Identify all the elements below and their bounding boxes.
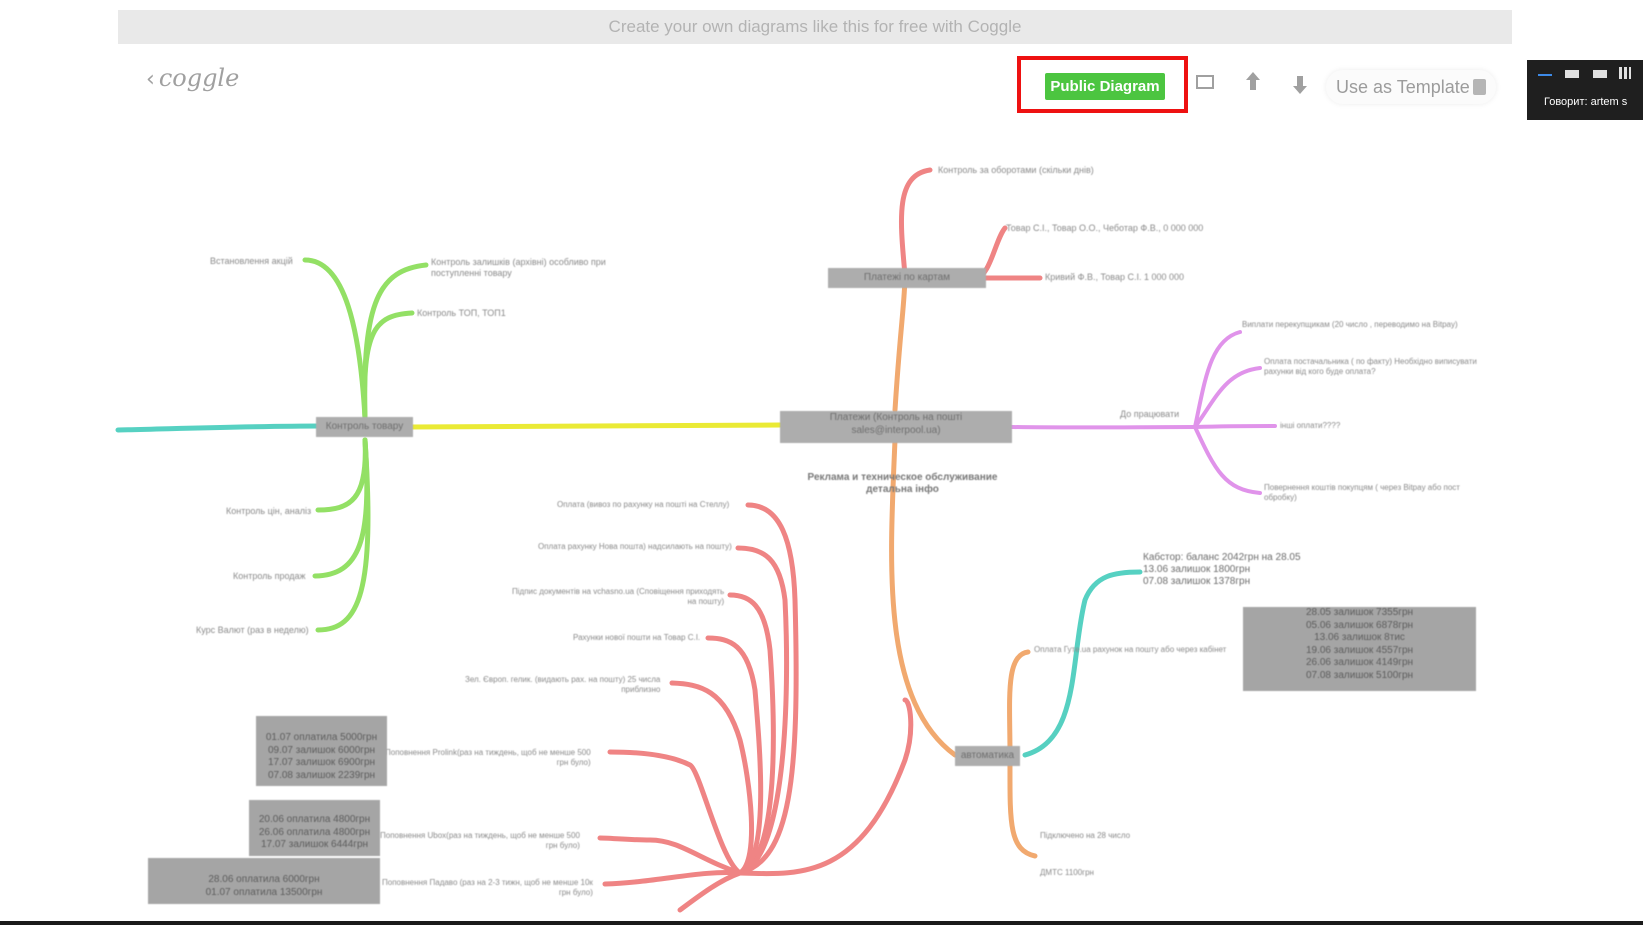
box-left-3[interactable]: 28.06 оплатила 6000грн 01.07 оплатила 13… <box>148 858 380 904</box>
present-icon[interactable] <box>1195 73 1217 99</box>
red-label-5[interactable]: Зел. Європ. гелик. (видають рах. на пошт… <box>465 675 661 694</box>
logo-text: coggle <box>158 64 240 92</box>
red-highlight-box <box>1017 56 1188 113</box>
upload-icon[interactable] <box>1243 70 1263 100</box>
teal-label[interactable]: Кабстор: баланс 2042грн на 28.05 13.06 з… <box>1143 552 1301 587</box>
violet-label-3[interactable]: інші оплати???? <box>1280 421 1341 430</box>
grid-icon[interactable] <box>1619 67 1631 79</box>
top-label-2[interactable]: Товар С.І., Товар О.О., Чеботар Ф.В., 0 … <box>1006 223 1204 233</box>
red-label-6[interactable]: Поповнення Prolink(раз на тиждень, щоб н… <box>385 748 591 767</box>
node-automation[interactable]: автоматика <box>955 746 1020 766</box>
top-label-1[interactable]: Контроль за оборотами (скільки днів) <box>938 165 1094 175</box>
green-label-5[interactable]: Контроль продаж <box>233 571 306 581</box>
branch-violet <box>1010 330 1277 495</box>
green-label-6[interactable]: Курс Валют (раз в неделю) <box>196 625 309 635</box>
back-chevron-icon[interactable]: ‹ <box>146 67 155 92</box>
template-label: Use as Template <box>1336 77 1470 97</box>
bottom-bar <box>0 921 1643 925</box>
box-right-balance[interactable]: 28.05 залишок 7355грн 05.06 залишок 6878… <box>1243 607 1476 691</box>
violet-label-4[interactable]: Повернення коштів покупцям ( через Bitpa… <box>1264 483 1460 502</box>
green-label-1[interactable]: Встановлення акцій <box>210 256 293 266</box>
green-label-4[interactable]: Контроль цін, аналіз <box>226 506 312 516</box>
box-left-1[interactable]: 01.07 оплатила 5000грн 09.07 залишок 600… <box>256 716 387 786</box>
speaking-indicator: Говорит: artem s <box>1544 96 1628 108</box>
coggle-promo-banner[interactable]: Create your own diagrams like this for f… <box>118 10 1512 44</box>
node-todo[interactable]: До працювати <box>1120 409 1180 419</box>
meeting-mini-panel: Говорит: artem s <box>1527 60 1643 120</box>
node-center-payments[interactable]: Платежи (Контроль на пошті sales@interpo… <box>780 411 1012 443</box>
box-left-2[interactable]: 20.06 оплатила 4800грн 26.06 оплатила 48… <box>249 800 380 856</box>
branch-teal-left <box>115 423 325 433</box>
public-diagram-button[interactable]: Public Diagram <box>1045 73 1165 100</box>
green-label-3[interactable]: Контроль ТОП, ТОП1 <box>417 308 506 318</box>
red-label-8[interactable]: Поповнення Падаво (раз на 2-3 тижн, щоб … <box>382 878 593 897</box>
violet-label-2[interactable]: Оплата постачальника ( по факту) Необхід… <box>1264 357 1477 376</box>
red-label-3[interactable]: Підпис документів на vchasno.ua (Сповіще… <box>512 587 725 606</box>
download-icon[interactable] <box>1290 74 1310 104</box>
branch-red-fan <box>597 502 914 913</box>
red-label-7[interactable]: Поповнення Ubox(раз на тиждень, щоб не м… <box>380 831 580 850</box>
minimize-icon[interactable] <box>1538 74 1552 76</box>
orange-label-1[interactable]: Оплата Гуте.ua рахунок на пошту або чере… <box>1034 645 1227 654</box>
node-card-payments[interactable]: Платежі по картам <box>828 268 986 288</box>
window-icon[interactable] <box>1565 70 1579 78</box>
red-label-4[interactable]: Рахунки нової пошти на Товар С.І. <box>573 633 701 642</box>
red-label-2[interactable]: Оплата рахунку Нова пошта) надсилають на… <box>538 542 732 551</box>
copy-icon <box>1473 79 1486 95</box>
node-center-sub[interactable]: Реклама и техническое обслуживание детал… <box>807 472 998 495</box>
orange-label-3[interactable]: ДМТС 1100грн <box>1040 868 1094 877</box>
top-label-3[interactable]: Кривий Ф.В., Товар С.І. 1 000 000 <box>1045 272 1184 282</box>
layout-icon[interactable] <box>1593 70 1607 78</box>
violet-label-1[interactable]: Виплати перекупщикам (20 число , перевод… <box>1242 320 1458 329</box>
coggle-logo[interactable]: ‹coggle <box>146 64 239 92</box>
branch-green <box>302 257 429 633</box>
use-as-template-button[interactable]: Use as Template <box>1326 70 1496 104</box>
red-label-1[interactable]: Оплата (вивоз по рахунку на пошті на Сте… <box>557 500 730 509</box>
node-goods-control[interactable]: Контроль товару <box>316 417 413 437</box>
green-label-2[interactable]: Контроль залишків (архівні) особливо при… <box>431 257 606 278</box>
branch-yellow <box>407 422 783 430</box>
orange-label-2[interactable]: Підключено на 28 число <box>1040 831 1131 840</box>
branch-teal-right <box>1022 569 1143 758</box>
branch-orange <box>889 272 1038 859</box>
